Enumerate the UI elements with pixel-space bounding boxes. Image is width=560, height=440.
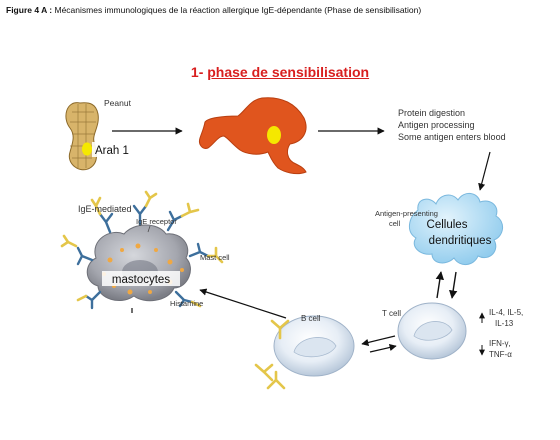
mastocytes-label-bg [102,271,180,286]
ige-antibodies-bound [60,190,224,308]
figure-caption: Figure 4 A : Mécanismes immunologiques d… [6,5,421,15]
peanut-label: Peanut [104,98,132,108]
arrow-bcell-to-mastcell [199,288,287,319]
arah1-dot [82,142,92,156]
dendritic-label-1: Cellules [427,219,468,231]
cytokine-ifn: IFN-γ, [489,339,511,348]
digestion-line-3: Some antigen enters blood [398,132,506,142]
dendritic-label-2: dendritiques [429,235,492,247]
phase-title: 1- phase de sensibilisation [0,64,560,80]
cytokine-tnf: TNF-α [489,350,512,359]
arrow-to-apc [478,151,491,191]
mast-cell-label: Mast cell [200,253,230,262]
b-cell-label: B cell [301,314,321,323]
ige-receptor-pointer [147,225,151,233]
dendritic-cell [409,193,503,265]
arah1-label: Arah 1 [95,145,129,157]
mast-cell [86,224,191,302]
arah1-label-bg [92,142,138,157]
arrow-bcell-to-tcell [369,343,397,353]
ige-receptor-label: IgE receptor [136,217,177,226]
phase-name: phase de sensibilisation [207,64,370,80]
arrow-tcell-to-bcell [361,335,396,346]
cytokine-il-1: IL-4, IL-5, [489,308,523,317]
figure-caption-prefix: Figure 4 A : [6,5,53,15]
histamine-label: Histamine [170,299,203,308]
stomach-antigen-dot [267,126,281,144]
digestion-line-1: Protein digestion [398,108,465,118]
stomach-icon [199,97,307,175]
ige-mediated-label: IgE-mediated [78,204,132,214]
apc-label-1: Antigen-presenting [375,209,438,218]
phase-number: 1- [190,64,204,80]
peanut-icon [65,102,99,171]
mastocytes-label: mastocytes [112,274,170,286]
cytokine-il-2: IL-13 [495,319,514,328]
apc-label-2: cell [389,219,401,228]
arrow-tcell-to-apc [435,271,445,299]
digestion-line-2: Antigen processing [398,120,475,130]
t-cell [397,302,467,360]
figure-caption-text: Mécanismes immunologiques de la réaction… [54,5,422,15]
ige-receptors [76,204,210,310]
t-cell-label: T cell [382,309,401,318]
free-antibodies [254,319,290,390]
arrow-apc-to-tcell [448,271,458,299]
b-cell [273,315,355,377]
